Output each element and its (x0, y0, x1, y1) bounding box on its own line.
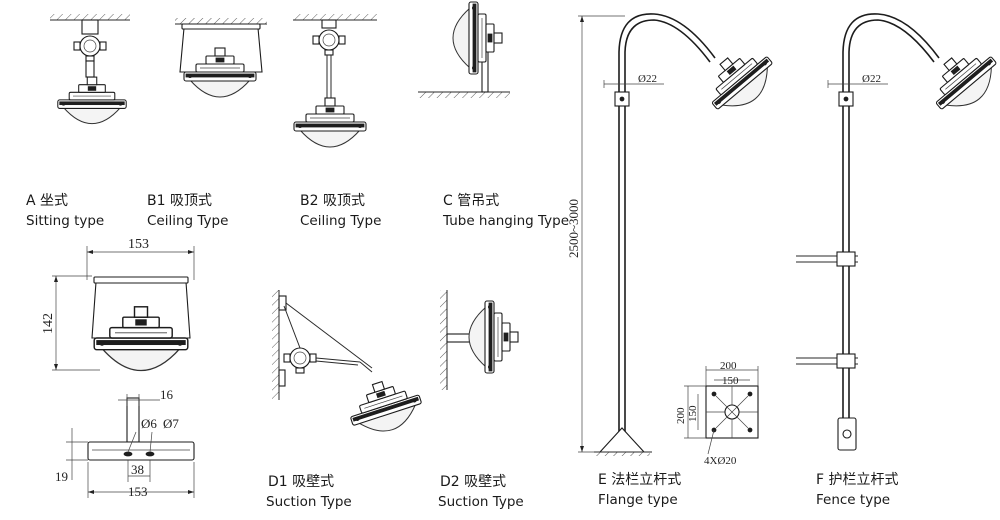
dim-flange-outer: 200 (720, 360, 737, 372)
fig-flange-plate (684, 366, 759, 455)
dim-hole-small: Ø6 (141, 416, 157, 431)
caption-b1-zh: B1 吸顶式 (147, 193, 212, 209)
fig-b2-ceiling (293, 14, 377, 148)
fig-d1-suction (272, 290, 428, 442)
fig-c-tube-hanging (418, 1, 510, 98)
caption-e-en: Flange type (598, 492, 678, 508)
caption-d1-zh: D1 吸壁式 (268, 474, 334, 490)
dim-flange-side-outer: 200 (675, 407, 687, 424)
dim-pole-height: 2500~3000 (566, 199, 581, 258)
dim-pipe-dia-e: Ø22 (638, 73, 657, 85)
fig-e-flange-pole (578, 13, 784, 456)
caption-d1-en: Suction Type (266, 494, 352, 510)
caption-a-zh: A 坐式 (26, 193, 68, 209)
dim-plate-thickness: 19 (55, 469, 68, 484)
dim-pipe-dia-f: Ø22 (862, 73, 881, 85)
caption-f-en: Fence type (816, 492, 890, 508)
dim-hole-spacing: 38 (131, 462, 144, 477)
caption-c-zh: C 管吊式 (443, 193, 499, 209)
dim-flange-holes: 4XØ20 (704, 455, 737, 467)
caption-e-zh: E 法栏立杆式 (598, 472, 681, 488)
caption-b2-zh: B2 吸顶式 (300, 193, 365, 209)
fig-b1-ceiling (175, 18, 267, 98)
dim-flange-inner: 150 (722, 375, 739, 387)
caption-f-zh: F 护栏立杆式 (816, 472, 899, 488)
caption-a-en: Sitting type (26, 213, 104, 229)
dim-width-bottom: 153 (128, 484, 148, 499)
dim-hole-large: Ø7 (163, 416, 179, 431)
dim-bracket-width: 16 (160, 387, 174, 402)
caption-d2-zh: D2 吸壁式 (440, 474, 506, 490)
caption-d2-en: Suction Type (438, 494, 524, 510)
fig-bracket-plate (66, 394, 195, 498)
caption-b1-en: Ceiling Type (147, 213, 228, 229)
caption-c-en: Tube hanging Type (442, 213, 569, 229)
dim-width-top: 153 (128, 237, 149, 252)
fig-dimension-elevation (52, 246, 195, 372)
fig-a-sitting (50, 14, 130, 125)
caption-b2-en: Ceiling Type (300, 213, 381, 229)
fig-d2-suction (440, 290, 519, 390)
dim-height: 142 (41, 313, 56, 334)
fig-f-fence-pole (796, 13, 1000, 451)
dim-flange-side-inner: 150 (687, 405, 699, 422)
